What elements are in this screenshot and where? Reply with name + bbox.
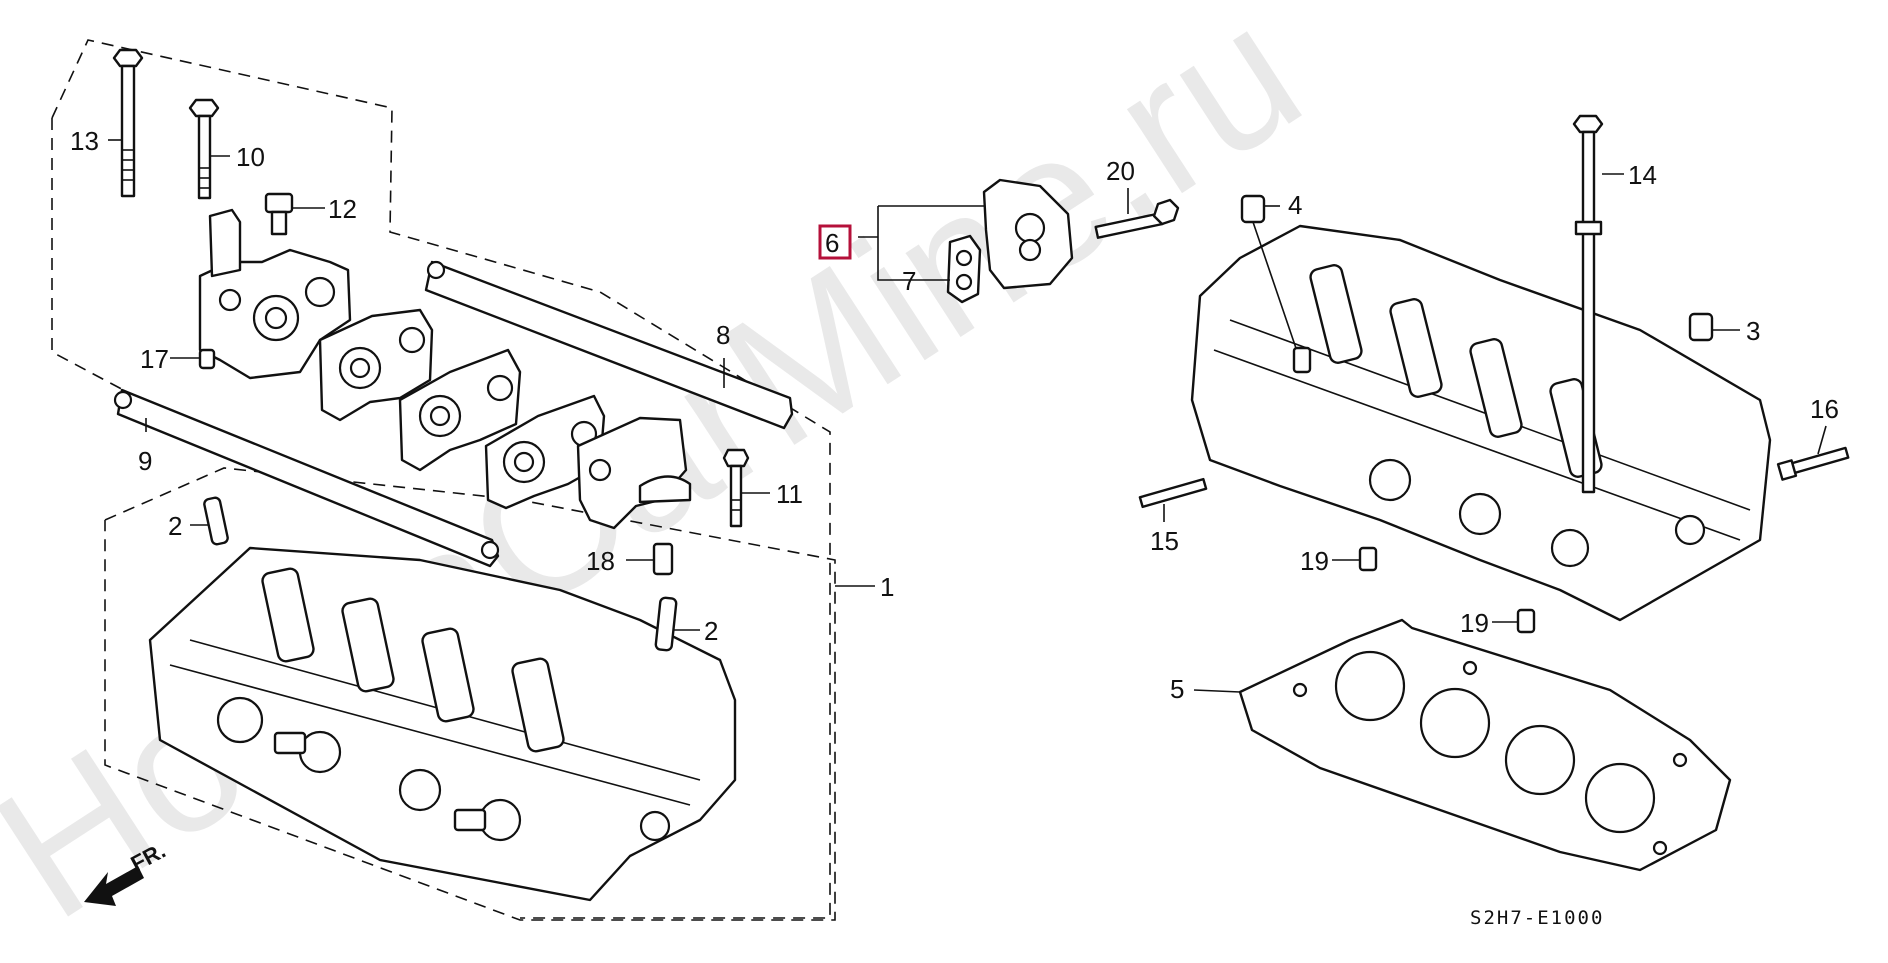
head-gasket-5 [1238, 618, 1732, 872]
bolt-10 [188, 98, 220, 200]
callout-6-highlight[interactable]: 6 [818, 224, 852, 260]
cap-4 [1240, 194, 1312, 374]
dowel-17 [198, 348, 216, 370]
callout-17: 17 [140, 344, 169, 374]
callout-4: 4 [1288, 190, 1302, 220]
callout-13: 13 [70, 126, 99, 156]
front-arrow-icon [84, 866, 144, 906]
cylinder-head-1 [148, 546, 737, 902]
callout-9: 9 [138, 446, 152, 476]
callout-3: 3 [1746, 316, 1760, 346]
bolt-20 [1094, 198, 1180, 239]
dowel-19a [1358, 546, 1378, 572]
callout-20: 20 [1106, 156, 1135, 186]
diagram-code: S2H7-E1000 [1470, 907, 1604, 929]
callout-7: 7 [902, 266, 916, 296]
callout-2b: 2 [704, 616, 718, 646]
head-group-boundary [104, 467, 836, 921]
rocker-shaft-holder-rear [576, 416, 692, 530]
callout-2a: 2 [168, 511, 182, 541]
dowel-pin-2a [203, 496, 229, 546]
callout-10: 10 [236, 142, 265, 172]
bolt-14 [1572, 114, 1604, 494]
cylinder-head-right [1190, 224, 1772, 622]
dowel-pin-2b [654, 596, 678, 652]
callout-1: 1 [880, 572, 894, 602]
callout-6-box[interactable] [818, 224, 852, 260]
valve-spring-row [261, 567, 565, 753]
callout-18: 18 [586, 546, 615, 576]
callout-14: 14 [1628, 160, 1657, 190]
rocker-shaft-holder-front [198, 208, 352, 380]
callout-6[interactable]: 6 [825, 228, 839, 258]
callout-19a: 19 [1300, 546, 1329, 576]
callout-8: 8 [716, 320, 730, 350]
rocker-shaft-8 [424, 260, 794, 430]
spool-valve-filter-6 [982, 178, 1074, 290]
rocker-shaft-9 [113, 388, 500, 568]
callout-5: 5 [1170, 674, 1184, 704]
callout-11: 11 [776, 479, 803, 509]
dowel-19b [1516, 608, 1536, 634]
bolt-11 [722, 448, 750, 528]
callout-16: 16 [1810, 394, 1839, 424]
dowel-18 [652, 542, 674, 576]
gasket-7 [946, 234, 982, 304]
callout-15: 15 [1150, 526, 1179, 556]
rocker-group-boundary [51, 39, 831, 919]
stud-15 [1138, 477, 1208, 509]
callout-19b: 19 [1460, 608, 1489, 638]
rocker-shaft-holder-3 [398, 348, 522, 472]
rocker-shaft-holder-2 [318, 308, 434, 422]
leader-lines [108, 139, 1827, 693]
stud-16 [1776, 446, 1850, 481]
callout-12: 12 [328, 194, 357, 224]
bolt-13 [112, 48, 144, 198]
cap-3 [1688, 312, 1714, 342]
bolt-12 [264, 192, 294, 236]
